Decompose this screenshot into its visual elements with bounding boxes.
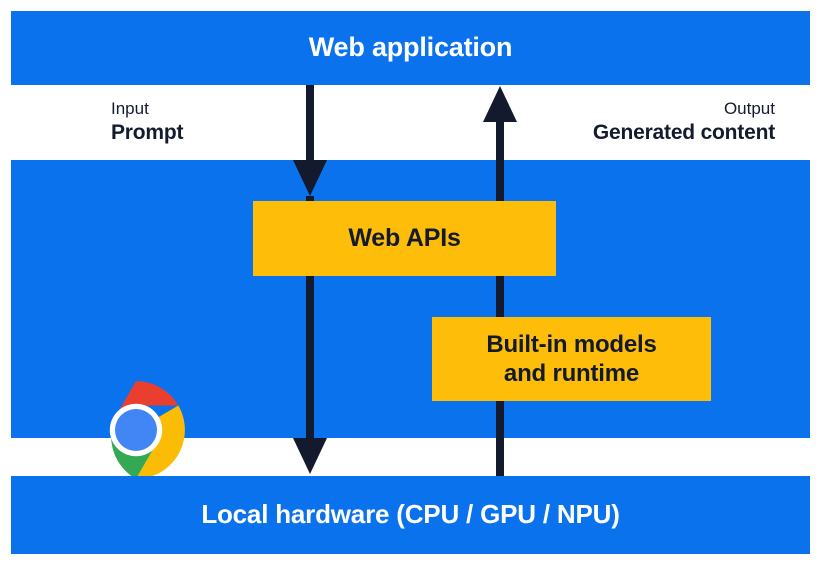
output-value: Generated content [592, 120, 775, 144]
input-kicker: Input [111, 99, 149, 118]
arrow-app-to-apis-line [306, 85, 314, 165]
builtin-models-label: Built-in models and runtime [486, 330, 657, 389]
arrow-hardware-to-app-line [496, 120, 504, 477]
output-kicker: Output [723, 99, 775, 118]
output-flow-label: Output Generated content [593, 99, 775, 145]
arrow-down-icon [293, 438, 327, 474]
web-application-band: Web application [11, 11, 810, 85]
arrow-apis-to-hardware-line [306, 196, 314, 440]
web-application-title: Web application [308, 32, 513, 62]
local-hardware-title: Local hardware (CPU / GPU / NPU) [201, 499, 620, 529]
input-flow-label: Input Prompt [111, 99, 184, 145]
local-hardware-band: Local hardware (CPU / GPU / NPU) [11, 476, 810, 554]
builtin-models-box: Built-in models and runtime [432, 317, 711, 401]
arrow-up-icon [483, 86, 517, 122]
web-apis-label: Web APIs [348, 224, 461, 252]
web-apis-box: Web APIs [253, 201, 556, 276]
builtin-models-line1: Built-in models [486, 330, 657, 358]
input-value: Prompt [111, 120, 184, 144]
builtin-models-line2: and runtime [503, 360, 640, 387]
chrome-logo-icon [109, 381, 185, 479]
arrow-down-icon [293, 160, 327, 196]
